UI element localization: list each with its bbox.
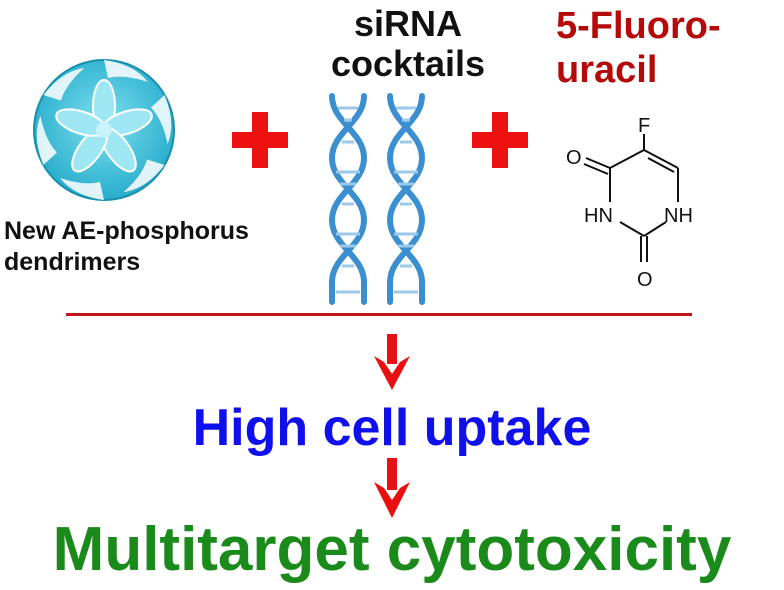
dendrimer-label-line1: New AE-phosphorus [4,217,249,245]
plus-sign [472,112,528,168]
nh-left-atom: HN [584,205,613,227]
fluorouracil-label-line2: uracil [556,49,658,91]
dendrimer-label: New AE-phosphorus dendrimers [4,216,249,278]
divider-line [66,313,692,316]
fluorouracil-label-line1: 5-Fluoro- [556,5,721,47]
dendrimer-label-line2: dendrimers [4,248,141,276]
sirna-label-line2: cocktails [330,43,486,84]
oxygen-atom-bottom: O [637,269,653,291]
fluorine-atom: F [638,118,650,137]
nh-right-atom: NH [664,205,693,227]
down-arrow-icon [374,334,410,390]
result-high-cell-uptake: High cell uptake [192,399,592,457]
plus-sign [232,112,288,168]
oxygen-atom-top: O [566,147,582,169]
sirna-label-line1: siRNA [353,3,463,44]
dendrimer-graphic [33,59,175,201]
sirna-label: siRNA cocktails [313,4,503,84]
fluorouracil-structure: F O HN NH O [566,118,693,291]
down-arrow-icon [374,458,410,518]
fluorouracil-label: 5-Fluoro- uracil [556,4,721,92]
dna-helix-graphic [328,93,426,305]
result-multitarget-cytotoxicity: Multitarget cytotoxicity [52,515,732,584]
